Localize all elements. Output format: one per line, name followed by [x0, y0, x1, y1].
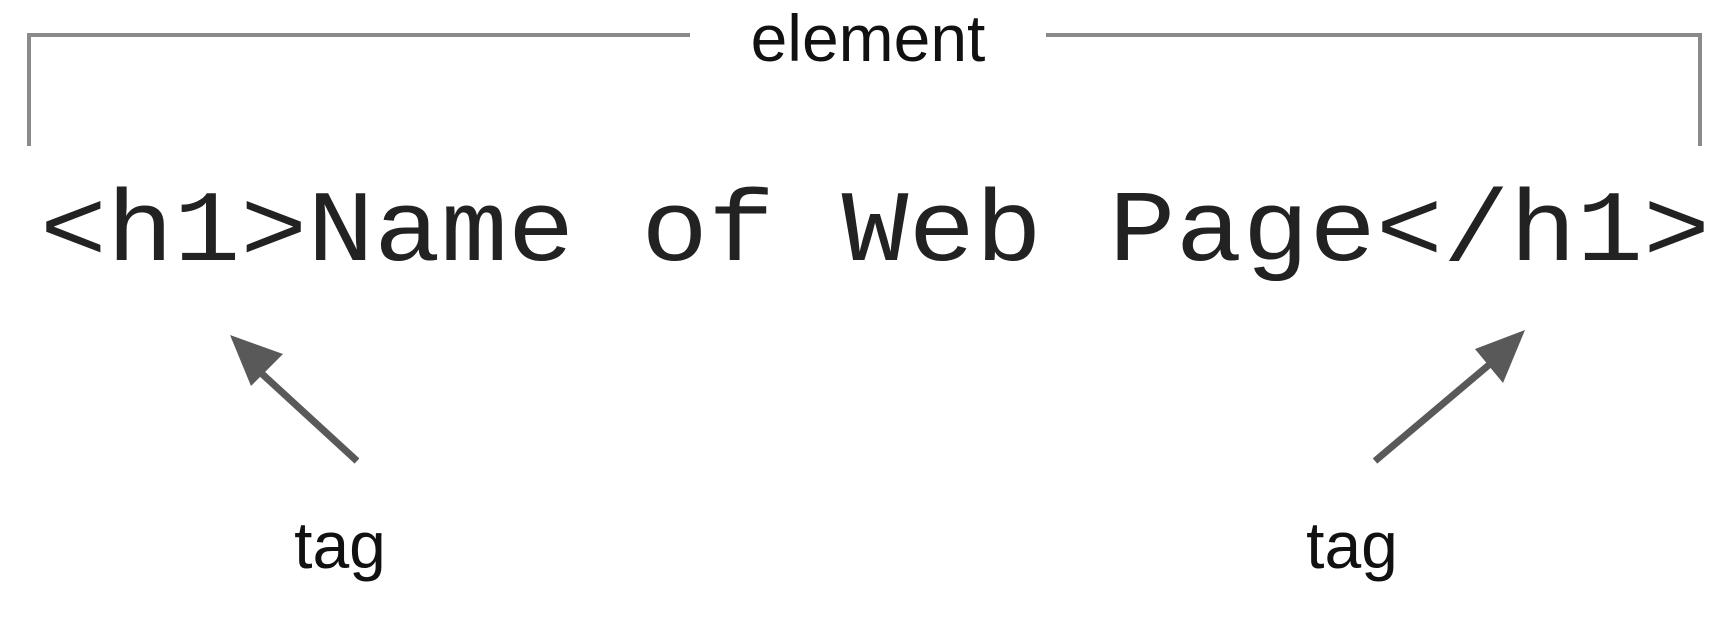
arrow-left-icon: [230, 335, 360, 464]
element-bracket-left: [27, 33, 690, 146]
element-bracket-right: [1046, 33, 1702, 146]
tag-label-left: tag: [294, 508, 386, 582]
element-label: element: [751, 1, 986, 75]
code-line: <h1>Name of Web Page</h1>: [40, 177, 1710, 291]
arrow-right-icon: [1372, 330, 1525, 464]
tag-label-right: tag: [1306, 508, 1398, 582]
